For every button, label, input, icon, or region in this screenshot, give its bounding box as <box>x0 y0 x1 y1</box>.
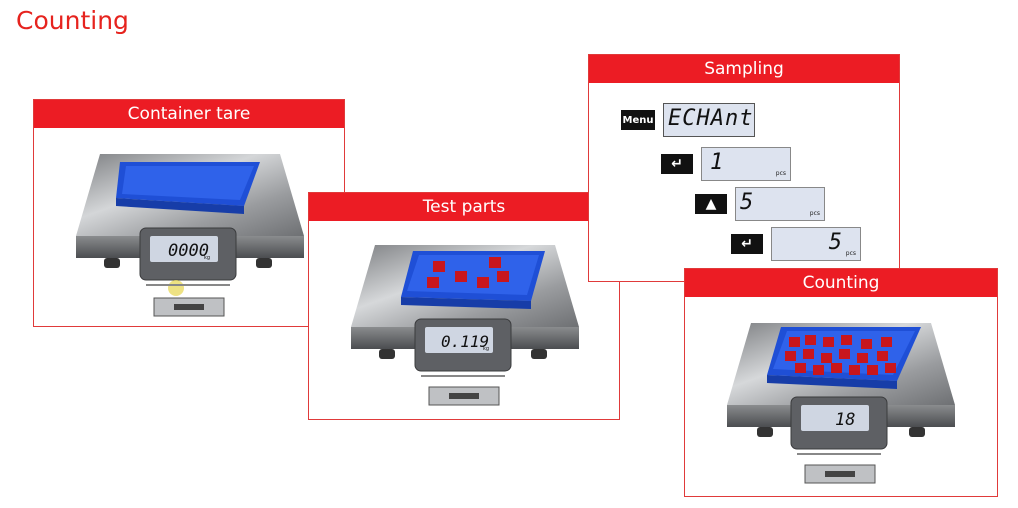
step3-value: 5 <box>828 230 842 255</box>
display-reading: 18 <box>835 410 855 430</box>
sampling-step-menu: Menu ECHAnt <box>621 103 755 137</box>
scale-illustration: 0.119 kg <box>351 245 579 406</box>
card-sampling: Sampling Menu ECHAnt ↵ 1 pcs ▲ 5 pcs ↵ 5… <box>588 54 900 282</box>
lcd-menu-display: ECHAnt <box>663 103 755 137</box>
sampling-step-2: ▲ 5 pcs <box>695 187 825 221</box>
enter-key-icon: ↵ <box>731 234 763 254</box>
card-container-tare: Container tare 0000 kg <box>33 99 345 327</box>
sampling-step-3: ↵ 5 pcs <box>731 227 861 261</box>
menu-key: Menu <box>621 110 655 130</box>
lcd-step1-display: 1 pcs <box>701 147 791 181</box>
card-header: Counting <box>685 269 997 297</box>
card-header: Test parts <box>309 193 619 221</box>
step3-unit: pcs <box>845 250 856 257</box>
card-test-parts: Test parts 0.119 kg <box>308 192 620 420</box>
card-header: Sampling <box>589 55 899 83</box>
card-counting: Counting 18 <box>684 268 998 497</box>
lcd-step2-display: 5 pcs <box>735 187 825 221</box>
scale-illustration: 0000 kg <box>76 154 304 317</box>
display-reading: 0000 <box>168 241 209 261</box>
display-unit: kg <box>483 346 489 352</box>
sampling-step-1: ↵ 1 pcs <box>661 147 791 181</box>
red-parts <box>427 257 509 288</box>
display-unit: kg <box>204 255 210 261</box>
menu-display-text: ECHAnt <box>668 106 754 131</box>
step2-value: 5 <box>740 190 754 215</box>
up-arrow-key-icon: ▲ <box>695 194 727 214</box>
red-parts <box>785 335 896 375</box>
page-title: Counting <box>16 6 129 35</box>
enter-key-icon: ↵ <box>661 154 693 174</box>
scale-illustration: 18 <box>727 323 955 484</box>
step1-value: 1 <box>710 150 724 175</box>
step1-unit: pcs <box>775 170 786 177</box>
card-header: Container tare <box>34 100 344 128</box>
step2-unit: pcs <box>809 210 820 217</box>
tare-button-highlight <box>168 280 184 296</box>
display-reading: 0.119 <box>441 332 489 351</box>
lcd-step3-display: 5 pcs <box>771 227 861 261</box>
